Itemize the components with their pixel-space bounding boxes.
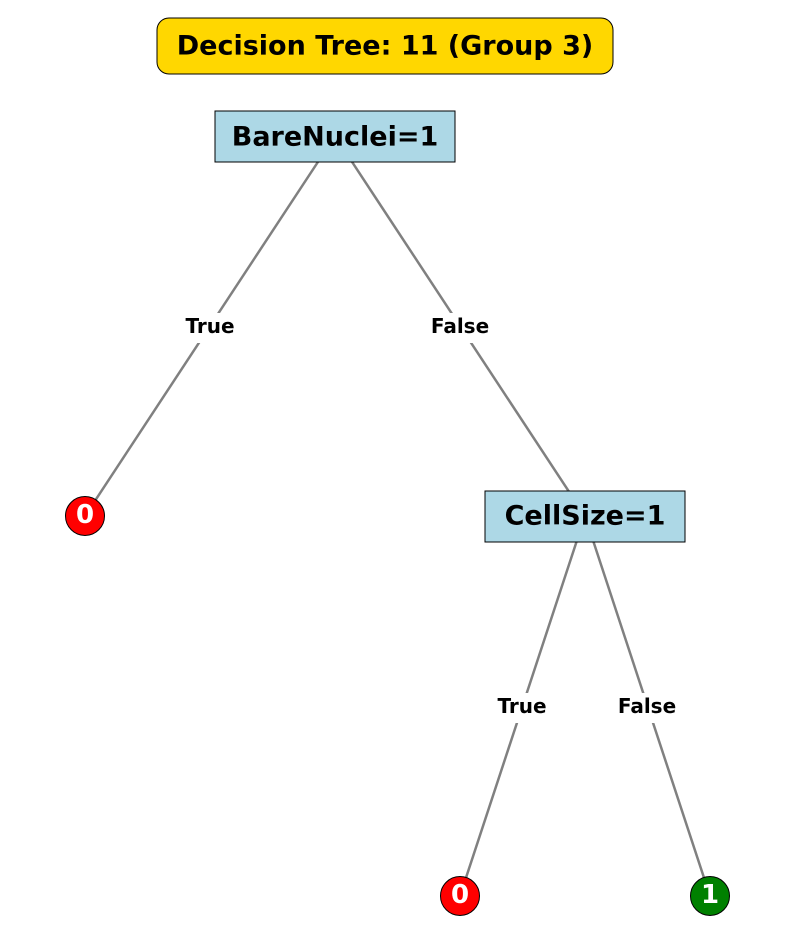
leaf-node-cellsize-false: 1 (690, 876, 730, 916)
leaf-circle (65, 496, 105, 536)
edge-label-cellsize-false: False (611, 693, 683, 723)
title-text: Decision Tree: 11 (Group 3) (177, 31, 593, 62)
diagram-title: Decision Tree: 11 (Group 3) (156, 17, 614, 75)
decision-node-root: BareNuclei=1 (214, 110, 456, 163)
decision-box (214, 110, 456, 163)
decision-label: BareNuclei=1 (232, 122, 438, 153)
edge-label-text: True (497, 694, 546, 718)
edge-label-text: False (618, 694, 676, 718)
leaf-circle (690, 876, 730, 916)
leaf-circle (440, 876, 480, 916)
title-box (156, 17, 614, 75)
edge-label-root-false: False (424, 313, 496, 343)
edge-label-text: False (431, 314, 489, 338)
edge-labels: True False True False (180, 313, 683, 723)
decision-box (484, 490, 686, 543)
leaf-node-cellsize-true: 0 (440, 876, 480, 916)
edge-label-text: True (185, 314, 234, 338)
leaf-label: 0 (76, 500, 94, 530)
edge-label-cellsize-true: True (492, 693, 552, 723)
leaf-label: 1 (701, 880, 719, 910)
decision-node-cellsize: CellSize=1 (484, 490, 686, 543)
leaf-node-root-true: 0 (65, 496, 105, 536)
decision-label: CellSize=1 (505, 501, 666, 532)
leaf-label: 0 (451, 880, 469, 910)
edge-label-root-true: True (180, 313, 240, 343)
